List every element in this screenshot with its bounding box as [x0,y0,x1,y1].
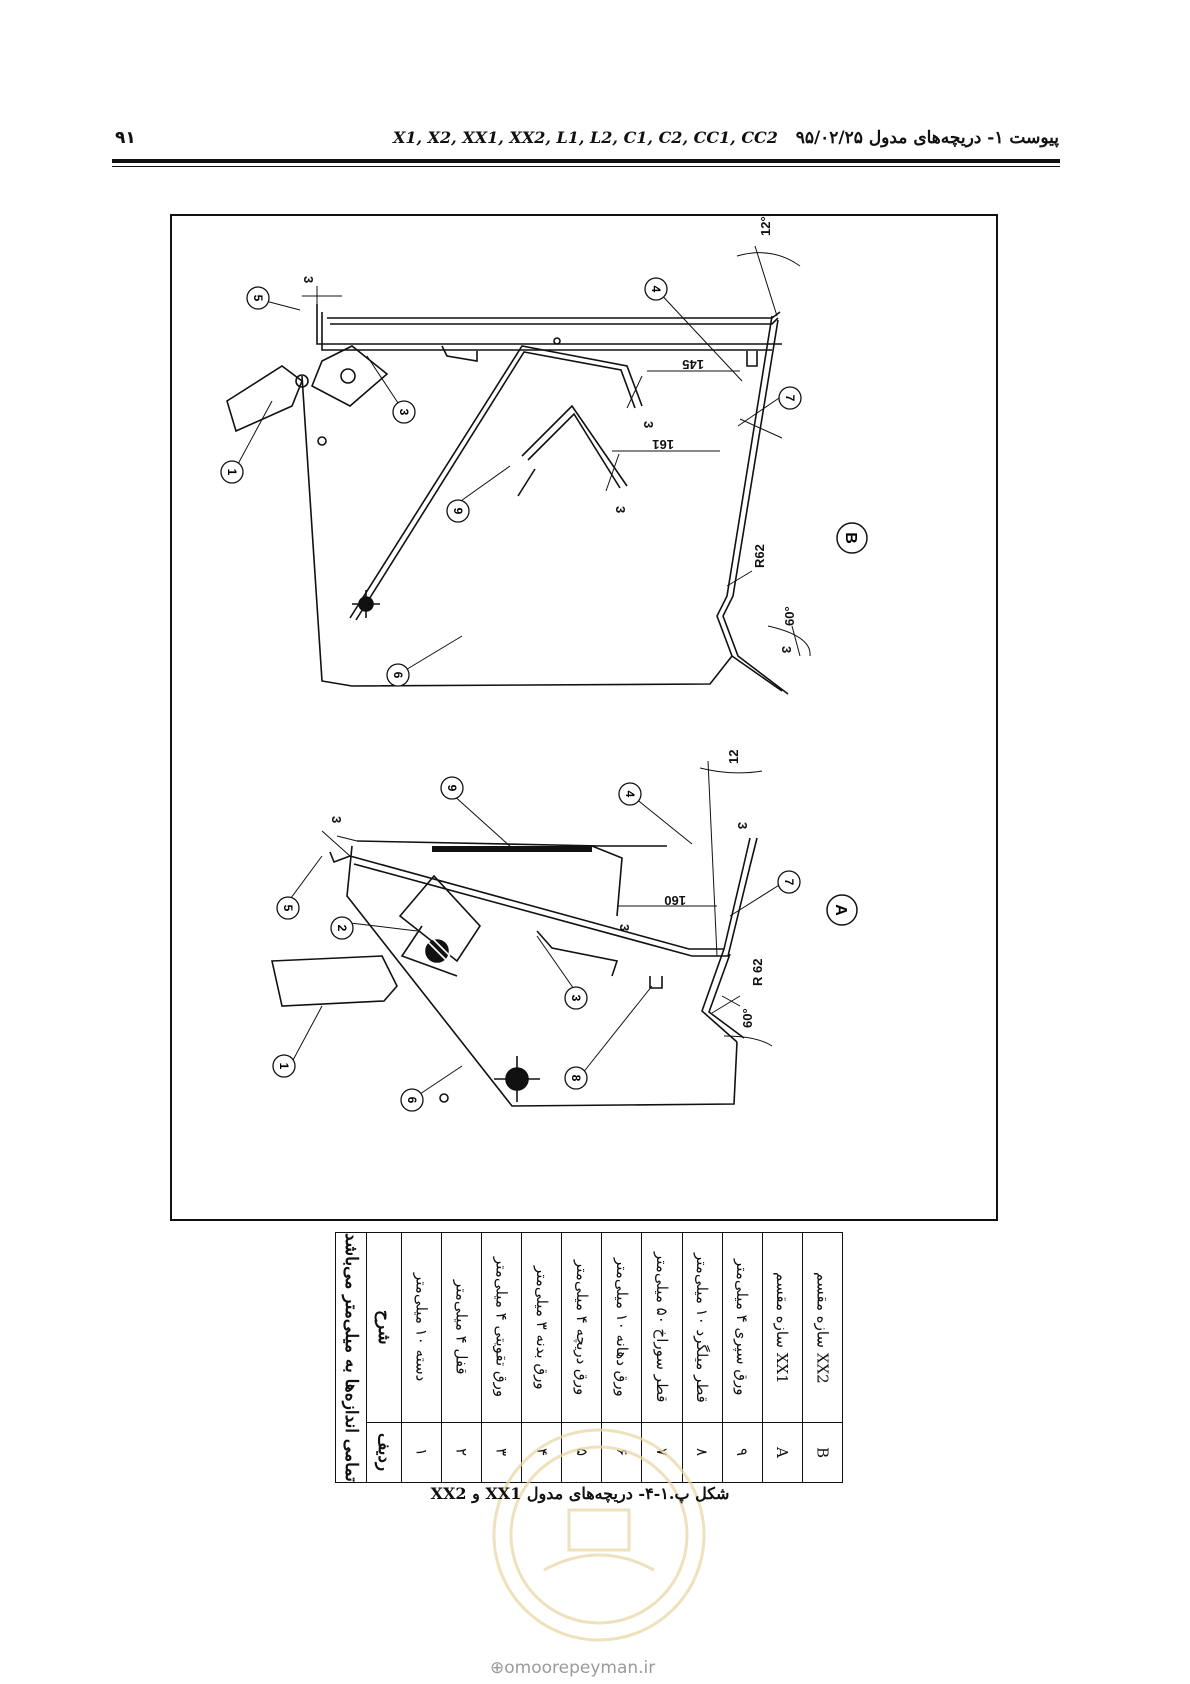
callout-a-5: 5 [276,896,300,920]
running-title: پیوست ۱- دریچه‌های مدول X1, X2, XX1, XX2… [393,128,1059,148]
legend-row-9-id: ۹ [721,1421,763,1483]
legend-note-cell: تمامی اندازه‌ها به میلی‌متر می‌باشد [335,1232,367,1483]
drawing-frame: 1 5 3 4 9 7 6 1 2 5 9 3 4 7 8 6 B A 3 12… [170,214,998,1221]
view-a-drawing [271,837,758,1107]
technical-drawing: 1 5 3 4 9 7 6 1 2 5 9 3 4 7 8 6 B A 3 12… [220,216,868,1112]
svg-text:B: B [842,532,859,544]
dim-b-3-bottom: 3 [779,646,794,653]
title-prefix: پیوست ۱- دریچه‌های مدول [868,128,1059,148]
legend-row-1-id: ۱ [400,1421,443,1483]
callout-a-2: 2 [330,916,354,940]
view-b-rod-hole [352,590,380,618]
header-rule-thin [112,166,1060,167]
dim-b-3-low: 3 [613,506,628,513]
svg-text:5: 5 [281,905,295,912]
dim-b-3-mid: 3 [641,421,656,428]
callout-b-3: 3 [392,400,416,424]
svg-text:5: 5 [251,295,265,302]
legend-row-b-desc: سازه مقسم XX2 [801,1232,844,1423]
legend-row-9-desc: ورق سپری ۴ میلی‌متر [721,1232,763,1423]
dim-b-161: 161 [652,437,674,452]
legend-row-4-desc: ورق بدنه ۳ میلی‌متر [521,1232,563,1423]
callout-b-6: 6 [386,663,410,687]
legend-desc-header: شرح [366,1232,402,1423]
page-number: ۹۱ [115,128,136,148]
dim-a-3-mid: 3 [617,924,632,931]
svg-text:6: 6 [391,672,405,679]
legend-row-a-id: A [761,1421,803,1483]
svg-text:7: 7 [782,879,796,886]
svg-text:3: 3 [397,409,411,416]
legend-note: تمامی اندازه‌ها به میلی‌متر می‌باشد [341,1233,361,1482]
view-a-dimension-lines [321,760,773,1047]
svg-text:1: 1 [225,469,239,476]
seal-stamp [492,1428,706,1642]
dim-b-60: 60° [782,606,797,626]
legend-row-4-id: ۴ [521,1421,563,1483]
dim-a-12: 12 [726,750,741,764]
legend-row-8-desc: قطر میلگرد ۱۰ میلی‌متر [681,1232,723,1423]
callout-a-3: 3 [564,986,588,1010]
legend-table: تمامی اندازه‌ها به میلی‌متر می‌باشد شرح … [335,1232,844,1483]
title-date: ۹۵/۰۲/۲۵ [795,128,863,148]
globe-icon: ⊕ [490,1658,505,1678]
svg-text:4: 4 [649,286,663,293]
dim-a-r62: R 62 [750,959,765,986]
svg-text:9: 9 [445,785,459,792]
callout-b-4: 4 [644,277,668,301]
figure-caption: شکل پ.۱-۴- دریچه‌های مدول XX1 و XX2 [430,1484,730,1503]
dim-a-3-right: 3 [735,822,750,829]
view-b-dimension-lines [302,245,811,657]
svg-text:A: A [832,904,849,916]
svg-text:7: 7 [783,395,797,402]
dim-b-3-top: 3 [301,276,316,283]
legend-row-3-desc: ورق تقویتی ۴ میلی‌متر [481,1232,523,1423]
svg-text:9: 9 [451,508,465,515]
callout-b-5: 5 [246,286,270,310]
page-header: ۹۱ پیوست ۱- دریچه‌های مدول X1, X2, XX1, … [115,128,1059,152]
view-a-lock-pin [425,937,451,963]
view-a-label: A [826,894,858,926]
header-rule-thick [112,159,1060,163]
callout-a-7: 7 [777,870,801,894]
callout-a-9: 9 [440,776,464,800]
legend-row-1-desc: دسته ۱۰ میلی‌متر [400,1232,443,1423]
callout-b-9: 9 [446,499,470,523]
callout-b-7: 7 [778,386,802,410]
svg-text:4: 4 [623,791,637,798]
title-models: X1, X2, XX1, XX2, L1, L2, C1, C2, CC1, C… [392,128,778,147]
svg-text:2: 2 [335,925,349,932]
view-a-rod-hole [494,1056,540,1102]
svg-text:8: 8 [569,1075,583,1082]
svg-text:3: 3 [569,995,583,1002]
svg-text:1: 1 [277,1063,291,1070]
legend-row-2-id: ۲ [441,1421,483,1483]
callout-a-8: 8 [564,1066,588,1090]
callout-a-6: 6 [400,1088,424,1112]
legend-row-7-desc: قطر سوراخ ۵۰ میلی‌متر [641,1232,683,1423]
dim-b-145: 145 [682,357,704,372]
leader-lines [237,288,785,1097]
legend-row-a-desc: سازه مقسم XX1 [761,1232,803,1423]
legend-row-6-desc: ورق دهانه ۱۰ میلی‌متر [601,1232,643,1423]
view-b-label: B [836,522,868,554]
watermark-text: ⊕omoorepeyman.ir [490,1658,656,1678]
callout-a-1: 1 [272,1054,296,1078]
legend-row-2-desc: قفل ۴ میلی‌متر [441,1232,483,1423]
dim-b-12: 12° [758,216,773,236]
callout-b-1: 1 [220,460,244,484]
dim-b-r62: R62 [752,544,767,568]
legend-row-5-desc: ورق دریچه ۴ میلی‌متر [561,1232,603,1423]
dim-a-160: 160 [664,893,686,908]
dim-a-60: 60° [740,1008,755,1028]
svg-text:6: 6 [405,1097,419,1104]
dim-a-3-top: 3 [329,816,344,823]
legend-id-header: ردیف [366,1421,402,1483]
legend-row-8-id: ۸ [681,1421,723,1483]
callout-a-4: 4 [618,782,642,806]
legend-row-b-id: B [801,1421,844,1483]
